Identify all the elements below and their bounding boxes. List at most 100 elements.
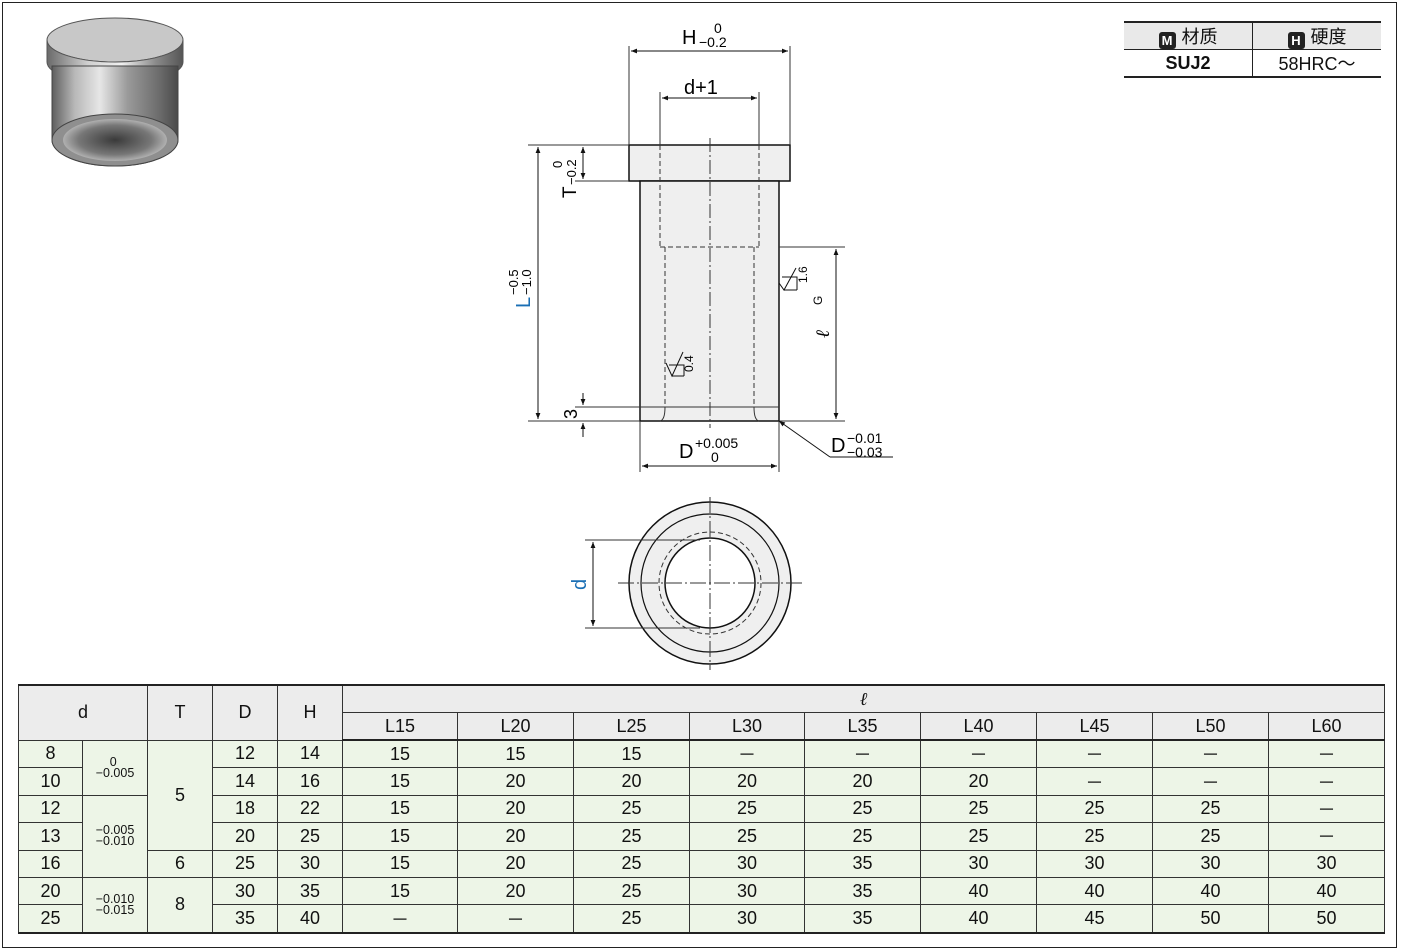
table-row: 13 20 25 15 20 25 25 25 25 25 25 － (18, 822, 1385, 851)
cell-ell: － (1036, 767, 1153, 796)
dim-T-tol-upper: 0 (550, 161, 565, 168)
dim-d-label: d (569, 579, 591, 590)
cell-H: 25 (277, 822, 343, 851)
cell-ell: 25 (573, 876, 690, 906)
dim-D-outer-label: D (831, 435, 845, 457)
cell-T: 5 (147, 739, 213, 851)
dim-L-label: L (513, 297, 535, 308)
cell-ell: 15 (342, 767, 458, 796)
header-ell: ℓ (342, 684, 1385, 713)
cell-d-tolerance: 0−0.005 (82, 739, 148, 796)
cell-D: 30 (212, 876, 278, 906)
d-tol-lower: −0.010 (95, 834, 135, 849)
cell-ell: 25 (1152, 822, 1269, 851)
cell-ell: － (1268, 739, 1385, 769)
header-T: T (147, 684, 213, 741)
cell-ell: 15 (457, 739, 574, 769)
cell-ell: 25 (689, 822, 805, 851)
cell-ell: 30 (920, 849, 1037, 878)
cell-d: 12 (18, 794, 83, 824)
dimension-3: 3 (561, 393, 640, 437)
d-tol-lower: −0.005 (95, 765, 135, 780)
dim-H-tol-upper: 0 (714, 20, 722, 36)
hardness-value: 58HRC～ (1252, 49, 1381, 78)
cell-D: 35 (212, 904, 278, 934)
cell-ell: 20 (689, 767, 805, 796)
d-tol-lower: −0.015 (95, 902, 135, 917)
header-L40: L40 (920, 712, 1037, 741)
cell-H: 22 (277, 794, 343, 824)
cell-ell: 25 (573, 794, 690, 824)
cell-d: 8 (18, 739, 83, 769)
dim-D-bore-label: D (679, 441, 693, 463)
cell-ell: 20 (457, 876, 574, 906)
cell-ell: － (920, 739, 1037, 769)
cell-ell: － (804, 739, 921, 769)
header-H: H (277, 684, 343, 741)
dim-T-tol-lower: −0.2 (564, 159, 579, 185)
cell-d: 13 (18, 822, 83, 851)
dimension-D-bore: D +0.005 0 (639, 421, 780, 472)
roughness-outer: 1.6 G (778, 266, 825, 305)
cell-ell: 40 (1268, 876, 1385, 906)
cell-ell: 25 (573, 822, 690, 851)
cell-d-tolerance: −0.010−0.015 (82, 876, 148, 934)
cell-ell: 20 (804, 767, 921, 796)
table-row: 10 14 16 15 20 20 20 20 20 － － － (18, 767, 1385, 796)
cell-ell: － (1268, 794, 1385, 824)
material-badge-icon: M (1158, 32, 1176, 49)
cell-ell: 25 (1036, 794, 1153, 824)
cell-ell: 15 (342, 876, 458, 906)
cell-ell: 25 (689, 794, 805, 824)
dimension-H: H 0 −0.2 (628, 20, 791, 145)
cell-d: 20 (18, 876, 83, 906)
dim-H-label: H (682, 27, 696, 49)
cell-ell: 25 (804, 794, 921, 824)
hardness-header-label: 硬度 (1310, 27, 1347, 47)
cell-ell: 30 (1036, 849, 1153, 878)
dim-d-plus-1-label: d+1 (684, 77, 718, 99)
dim-D-outer-tol-lower: −0.03 (847, 444, 883, 460)
dimension-ell: ℓ (779, 246, 845, 422)
cell-T: 8 (147, 876, 213, 934)
cell-d: 25 (18, 904, 83, 934)
header-L35: L35 (804, 712, 921, 741)
cell-ell: 25 (1152, 794, 1269, 824)
cell-ell: 20 (573, 767, 690, 796)
d-tol-upper: −0.005 (95, 823, 135, 838)
cell-ell: 50 (1152, 904, 1269, 934)
d-tol-upper: −0.010 (95, 891, 135, 906)
roughness-inner-value: 0.4 (682, 355, 696, 372)
material-value: SUJ2 (1124, 49, 1253, 78)
header-L30: L30 (689, 712, 805, 741)
header-L20: L20 (457, 712, 574, 741)
cell-ell: 30 (689, 876, 805, 906)
dim-D-outer-tol-upper: −0.01 (847, 430, 883, 446)
cell-ell: 40 (1152, 876, 1269, 906)
cell-ell: － (457, 904, 574, 934)
dim-3-label: 3 (561, 409, 581, 419)
cell-ell: 25 (920, 794, 1037, 824)
cell-ell: 25 (573, 849, 690, 878)
cell-ell: 40 (920, 876, 1037, 906)
cell-ell: 40 (1036, 876, 1153, 906)
cell-ell: 30 (689, 904, 805, 934)
cell-H: 30 (277, 849, 343, 878)
spec-table: d T D H ℓ L15 L20 L25 L30 L35 L40 L45 L5… (18, 684, 1385, 934)
cell-ell: 30 (1268, 849, 1385, 878)
cell-ell: 35 (804, 849, 921, 878)
bushing-top-view (618, 497, 802, 670)
dimension-d-plus-1: d+1 (659, 77, 760, 145)
cell-ell: 50 (1268, 904, 1385, 934)
cell-d-tolerance: −0.005−0.010 (82, 794, 148, 878)
cell-D: 25 (212, 849, 278, 878)
product-photo (46, 17, 184, 167)
dim-L-tol-upper: −0.5 (506, 269, 521, 295)
dim-H-tol-lower: −0.2 (699, 34, 727, 50)
cell-ell: 25 (1036, 822, 1153, 851)
cell-H: 14 (277, 739, 343, 769)
cell-ell: 20 (457, 822, 574, 851)
